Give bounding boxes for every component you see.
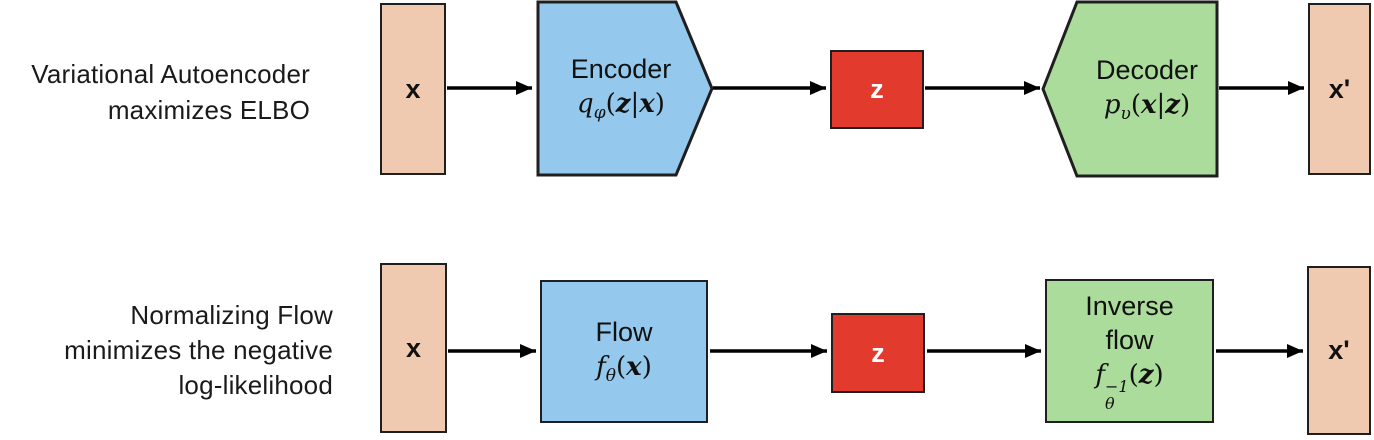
vae-output-label: x' — [1328, 73, 1351, 104]
nf-output-box: x' — [1307, 266, 1371, 435]
nf-latent-box: z — [831, 313, 925, 393]
nf-flow-title: Flow — [595, 317, 653, 348]
vae-caption-line2: maximizes ELBO — [107, 95, 310, 125]
vae-decoder-text: Decoder pυ(x|z) — [1077, 2, 1217, 176]
vae-decoder-formula: pυ(x|z) — [1103, 89, 1191, 124]
nf-inverse-title-line2: flow — [1105, 325, 1154, 355]
vae-caption-line1: Variational Autoencoder — [31, 59, 310, 89]
nf-latent-label: z — [871, 337, 885, 368]
vae-latent-label: z — [870, 74, 884, 104]
nf-caption: Normalizing Flow minimizes the negative … — [0, 298, 333, 403]
vae-encoder-formula: qφ(z|x) — [577, 89, 665, 124]
nf-caption-line2: minimizes the negative — [64, 335, 333, 365]
vae-decoder-title: Decoder — [1095, 54, 1199, 85]
vae-caption: Variational Autoencoder maximizes ELBO — [0, 56, 310, 128]
vae-latent-box: z — [830, 50, 924, 129]
vae-encoder-text: Encoder qφ(z|x) — [538, 2, 704, 175]
nf-output-label: x' — [1328, 335, 1350, 365]
nf-input-label: x — [405, 332, 422, 363]
vae-encoder-shape — [536, 0, 714, 177]
nf-caption-line3: log-likelihood — [178, 370, 333, 400]
nf-flow-formula: fθ(x) — [596, 352, 652, 387]
vae-decoder-shape — [1041, 0, 1219, 178]
vae-input-box: x — [380, 3, 446, 175]
nf-caption-line1: Normalizing Flow — [130, 300, 333, 330]
vae-output-box: x' — [1308, 3, 1371, 175]
nf-flow-box: Flow fθ(x) — [540, 280, 708, 423]
nf-input-box: x — [380, 263, 447, 433]
nf-inverse-title-line1: Inverse — [1085, 291, 1174, 322]
vae-input-label: x — [405, 73, 421, 104]
vae-encoder-title: Encoder — [570, 54, 672, 85]
